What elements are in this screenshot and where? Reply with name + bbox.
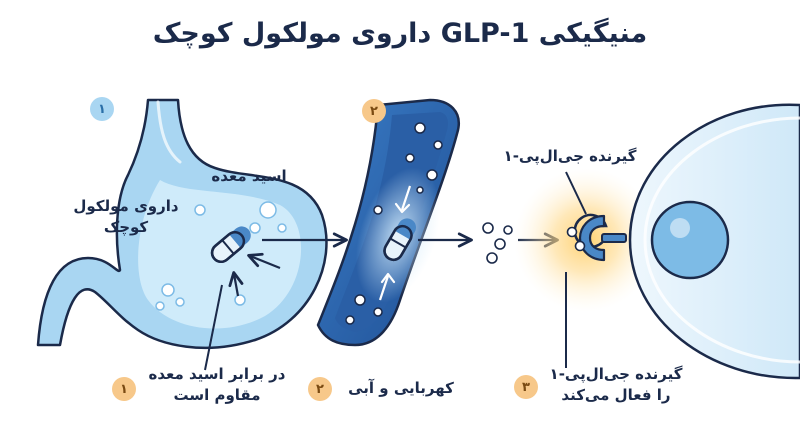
intestine-icon <box>316 98 461 347</box>
pill-icon-intestine <box>383 218 416 262</box>
pill-icon <box>210 226 251 264</box>
page-title: منیگیکی GLP-1 داروی مولکول کوچک <box>152 18 648 49</box>
acid-bubbles <box>155 201 287 311</box>
stage-3-bottom-badge: ۳ <box>514 375 538 399</box>
label-receptor: گیرنده جی‌ال‌پی-۱ <box>503 147 637 165</box>
caption-connector-1 <box>204 284 223 371</box>
stage-1-top-badge: ۱ <box>90 97 114 121</box>
absorption-arrows <box>378 185 412 301</box>
label-stomach-acid: اسید معده <box>211 167 287 185</box>
intestine-particles <box>345 122 443 325</box>
molecules-icon <box>482 222 513 264</box>
label-drug-line-1: داروی مولکول <box>73 197 179 215</box>
receptor-icon <box>566 213 627 262</box>
stage-2-caption: کهربایی و آبی <box>348 379 454 397</box>
stage-1-bottom-badge: ۱ <box>112 377 136 401</box>
receptor-connector-top <box>565 171 587 215</box>
stage-2-bottom-badge: ۲ <box>308 377 332 401</box>
label-drug-line-2: کوچک <box>103 218 149 236</box>
stage-3-caption-line-2: را فعال می‌کند <box>561 386 671 404</box>
stage-3-caption-line-1: گیرنده جی‌ال‌پی-۱ <box>549 365 683 383</box>
cell-icon <box>628 103 800 380</box>
stage-2-top-badge: ۲ <box>362 99 386 123</box>
acid-arrows <box>228 252 281 297</box>
stage-1-caption-line-1: در برابر اسید معده <box>148 365 286 383</box>
stage-1-caption-line-2: مقاوم است <box>173 386 261 404</box>
nucleus <box>650 200 730 280</box>
